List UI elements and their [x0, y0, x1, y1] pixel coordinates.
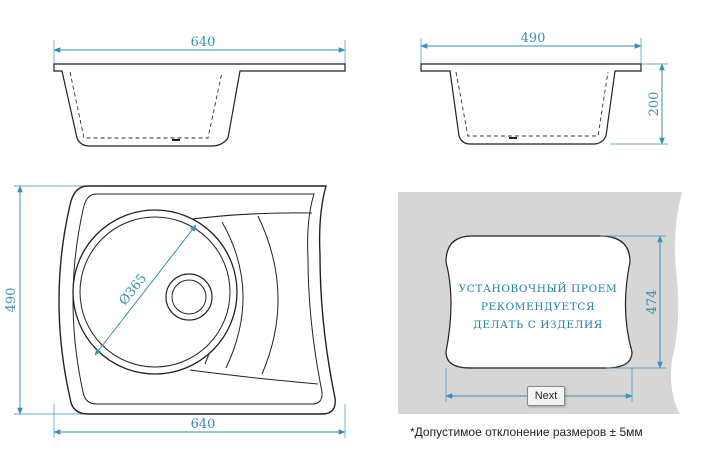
drain-outer [165, 273, 213, 321]
drainboard-arc-2 [221, 221, 244, 369]
cutout-note-line3: ДЕЛАТЬ С ИЗДЕЛИЯ [473, 319, 603, 331]
cutout-template: УСТАНОВОЧНЫЙ ПРОЕМ РЕКОМЕНДУЕТСЯ ДЕЛАТЬ … [398, 192, 682, 414]
front-inner-hidden-line [69, 71, 223, 139]
cutout-note-line2: РЕКОМЕНДУЕТСЯ [481, 301, 595, 313]
plan-height-label: 490 [4, 288, 19, 313]
plan-view: 490 Ø365 640 [4, 185, 346, 438]
side-sink-profile [420, 63, 642, 145]
sink-inner-rim [72, 193, 323, 405]
tolerance-note: *Допустимое отклонение размеров ± 5мм [410, 425, 643, 439]
front-view: 640 [53, 35, 346, 147]
side-inner-hidden-line [455, 71, 609, 137]
front-width-label: 640 [191, 35, 216, 50]
plan-width-label: 640 [191, 417, 216, 432]
round-bowl-inner [79, 216, 231, 368]
side-view: 490 200 [420, 31, 668, 145]
round-bowl-outer [72, 209, 238, 375]
drainboard-arc-3 [257, 215, 279, 375]
side-width-label: 490 [521, 31, 546, 46]
side-depth-label: 200 [647, 92, 662, 117]
cutout-height-label: 474 [645, 290, 660, 315]
bowl-diameter-dimension-line [94, 224, 197, 356]
cutout-note-line1: УСТАНОВОЧНЫЙ ПРОЕМ [459, 281, 618, 295]
front-sink-profile [53, 63, 346, 147]
next-button[interactable]: Next [527, 386, 565, 406]
